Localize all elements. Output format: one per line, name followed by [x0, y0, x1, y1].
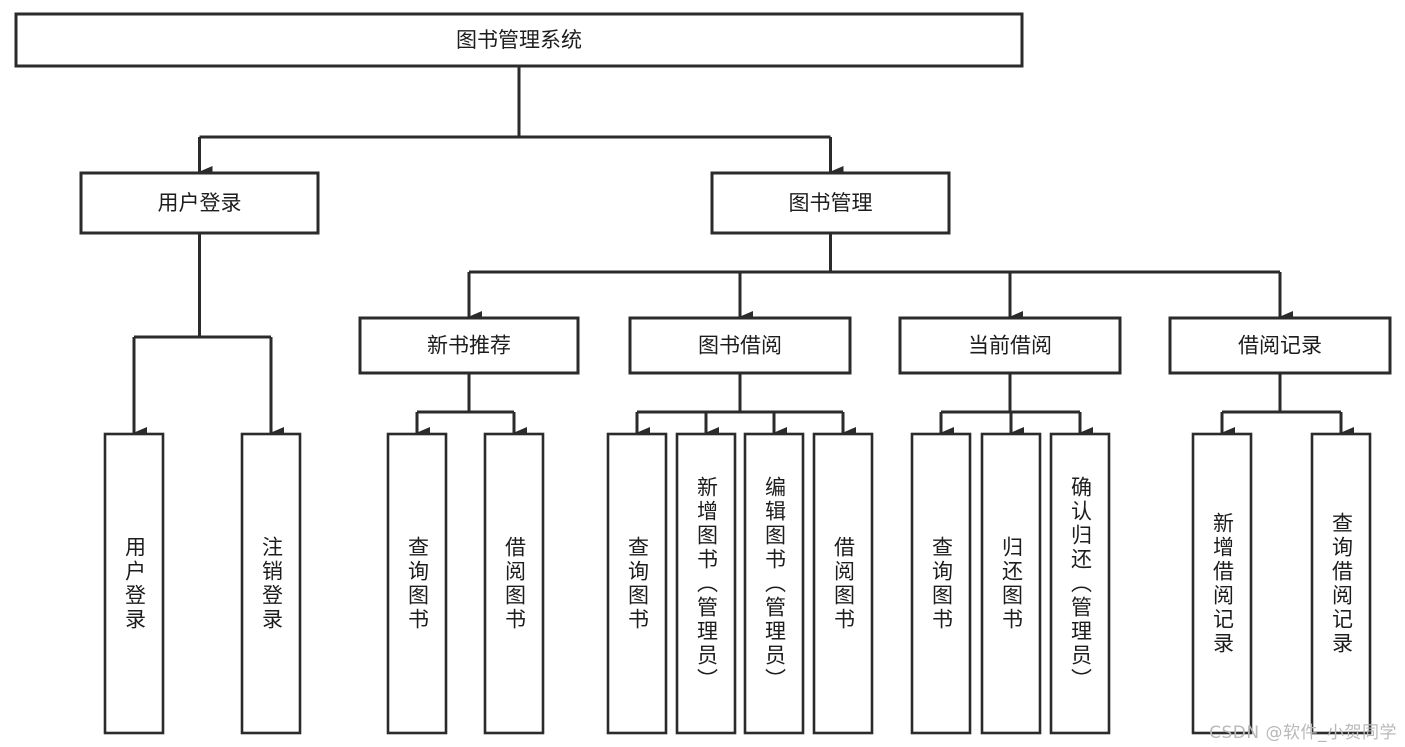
node-box-book-manage[interactable] [710, 171, 951, 235]
node-box-new-book-recommend[interactable] [358, 316, 580, 375]
leaf-label-text: 注销登录 [259, 535, 284, 632]
node-label-leaf-query-book-borrow: 查询图书 [608, 434, 666, 733]
node-label-leaf-add-book-admin: 新增图书（管理员） [677, 434, 735, 733]
node-label-leaf-query-borrow-record: 查询借阅记录 [1312, 434, 1370, 733]
node-label-book-manage: 图书管理 [789, 191, 873, 215]
node-box-leaf-query-borrow-record[interactable] [1310, 432, 1372, 735]
node-label-leaf-borrow-book: 借阅图书 [814, 434, 872, 733]
node-box-leaf-return-book[interactable] [980, 432, 1042, 735]
node-box-leaf-query-book-current[interactable] [910, 432, 972, 735]
leaf-label-text: 归还图书 [999, 535, 1024, 632]
node-box-leaf-borrow-book[interactable] [812, 432, 874, 735]
leaf-label-text: 查询借阅记录 [1329, 511, 1354, 656]
node-label-user-login: 用户登录 [158, 191, 242, 215]
node-box-current-borrow[interactable] [898, 316, 1122, 375]
node-label-current-borrow: 当前借阅 [968, 334, 1052, 358]
node-box-leaf-borrow-book-recommend[interactable] [483, 432, 545, 735]
leaf-label-text: 编辑图书（管理员） [762, 475, 787, 692]
node-box-leaf-add-borrow-record[interactable] [1191, 432, 1253, 735]
node-box-leaf-query-book-recommend[interactable] [386, 432, 448, 735]
leaf-label-text: 确认归还（管理员） [1068, 475, 1093, 692]
node-label-leaf-query-book-recommend: 查询图书 [388, 434, 446, 733]
node-label-leaf-user-login: 用户登录 [105, 434, 163, 733]
node-label-leaf-borrow-book-recommend: 借阅图书 [485, 434, 543, 733]
node-box-user-login[interactable] [79, 171, 320, 235]
node-box-leaf-logout[interactable] [240, 432, 302, 735]
node-label-leaf-add-borrow-record: 新增借阅记录 [1193, 434, 1251, 733]
node-label-leaf-edit-book-admin: 编辑图书（管理员） [745, 434, 803, 733]
node-label-new-book-recommend: 新书推荐 [427, 334, 511, 358]
leaf-label-text: 借阅图书 [831, 535, 856, 632]
watermark-text: CSDN @软件_小贺同学 [1209, 723, 1397, 743]
leaf-label-text: 用户登录 [122, 535, 147, 632]
node-root-label: 图书管理系统 [456, 28, 582, 52]
node-box-leaf-user-login[interactable] [103, 432, 165, 735]
node-label-book-borrow: 图书借阅 [698, 334, 782, 358]
leaf-label-text: 新增图书（管理员） [694, 475, 719, 692]
node-box-leaf-edit-book-admin[interactable] [743, 432, 805, 735]
node-box-leaf-add-book-admin[interactable] [675, 432, 737, 735]
node-root-box[interactable] [14, 12, 1024, 68]
node-box-borrow-record[interactable] [1168, 316, 1392, 375]
node-boxes [14, 12, 1392, 735]
leaf-label-text: 查询图书 [405, 535, 430, 632]
node-box-book-borrow[interactable] [628, 316, 852, 375]
node-label-leaf-confirm-return-admin: 确认归还（管理员） [1051, 434, 1109, 733]
node-label-leaf-return-book: 归还图书 [982, 434, 1040, 733]
leaf-label-text: 查询图书 [625, 535, 650, 632]
node-label-leaf-query-book-current: 查询图书 [912, 434, 970, 733]
leaf-label-text: 借阅图书 [502, 535, 527, 632]
leaf-label-text: 新增借阅记录 [1210, 511, 1235, 656]
node-label-leaf-logout: 注销登录 [242, 434, 300, 733]
leaf-label-text: 查询图书 [929, 535, 954, 632]
connector-lines [132, 66, 1354, 439]
node-box-leaf-query-book-borrow[interactable] [606, 432, 668, 735]
node-label-borrow-record: 借阅记录 [1238, 334, 1322, 358]
node-box-leaf-confirm-return-admin[interactable] [1049, 432, 1111, 735]
